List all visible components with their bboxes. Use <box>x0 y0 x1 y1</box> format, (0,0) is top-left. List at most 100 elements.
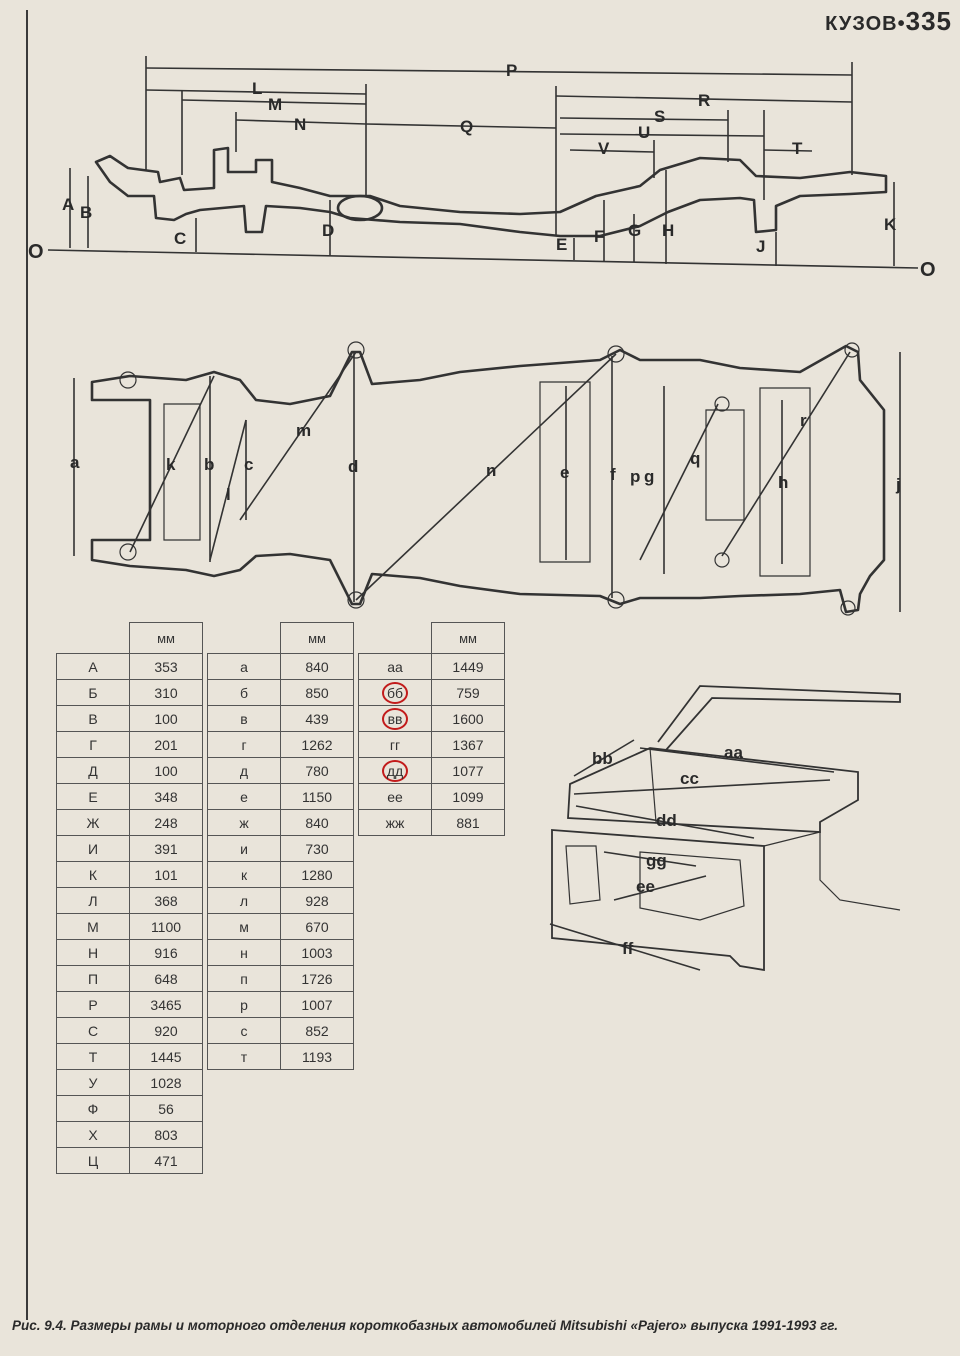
dimension-value: 850 <box>305 684 329 701</box>
dimension-code: р <box>240 996 248 1013</box>
side-view-diagram: P L M N Q R S U V T A B C D E F G H J K … <box>28 56 936 281</box>
label-side-K: K <box>884 215 897 234</box>
label-top-d: d <box>348 457 358 476</box>
dimension-code: Е <box>88 788 98 805</box>
dimension-value: 648 <box>154 970 178 987</box>
engine-compartment-diagram: bb aa cc dd gg ee ff <box>549 685 901 972</box>
dimension-value: 780 <box>305 762 329 779</box>
table-row: Х 803 <box>56 1121 505 1148</box>
label-engine-gg: gg <box>646 851 667 870</box>
dimension-code: У <box>88 1074 98 1091</box>
figure-caption: Рис. 9.4. Размеры рамы и моторного отдел… <box>12 1318 839 1333</box>
dimension-value: 1150 <box>301 788 333 805</box>
dimension-code: к <box>240 866 248 883</box>
dimension-value: 310 <box>154 684 178 701</box>
dimension-value: 439 <box>305 710 329 727</box>
unit-header-3: мм <box>431 622 505 654</box>
table-row: Ц 471 <box>56 1147 505 1174</box>
dimension-value: 391 <box>154 840 178 857</box>
label-side-A: A <box>62 195 74 214</box>
dimension-code: в <box>240 710 248 727</box>
page-number: 335 <box>905 6 952 36</box>
label-side-P: P <box>506 61 517 80</box>
dimension-code: е <box>240 788 248 805</box>
dimension-code: бб <box>382 681 408 704</box>
dimension-value: 471 <box>154 1152 178 1169</box>
dimension-value: 56 <box>158 1100 174 1117</box>
dimension-value: 759 <box>456 684 480 701</box>
dimension-code: Н <box>87 944 99 961</box>
dimension-value: 201 <box>154 736 178 753</box>
dimension-code: Ц <box>87 1152 99 1169</box>
label-top-e: e <box>560 463 569 482</box>
dimension-code: С <box>87 1022 99 1039</box>
label-engine-ee: ee <box>636 877 655 896</box>
dimension-value: 803 <box>154 1126 178 1143</box>
dimension-code: П <box>87 970 99 987</box>
dimension-value: 1077 <box>452 762 484 779</box>
dimension-value: 1007 <box>301 996 333 1013</box>
label-side-M: M <box>268 95 282 114</box>
label-engine-bb: bb <box>592 749 613 768</box>
header-section: КУЗОВ <box>825 13 898 35</box>
dimension-value: 730 <box>305 840 329 857</box>
dimension-code: н <box>240 944 248 961</box>
label-side-L: L <box>252 79 262 98</box>
label-side-R: R <box>698 91 710 110</box>
label-top-l: l <box>226 485 231 504</box>
label-side-S: S <box>654 107 665 126</box>
dimension-value: 1280 <box>301 866 333 883</box>
label-top-g: g <box>644 467 654 486</box>
table-row: У 1028 <box>56 1069 505 1096</box>
dimension-code: Ф <box>87 1100 99 1117</box>
label-side-Q: Q <box>460 117 473 136</box>
dimension-code: л <box>239 892 249 909</box>
dimension-code: Т <box>88 1048 98 1065</box>
dimension-value: 1100 <box>150 918 182 935</box>
table-row: С 920 с 852 <box>56 1017 505 1044</box>
dimension-value: 101 <box>154 866 178 883</box>
dimension-code: вв <box>382 707 408 730</box>
dimension-value: 348 <box>154 788 178 805</box>
dimension-value: 852 <box>305 1022 329 1039</box>
dimension-code: с <box>240 1022 248 1039</box>
label-engine-ff: ff <box>622 939 634 958</box>
dimension-code: ж <box>239 814 249 831</box>
unit-header-2: мм <box>280 622 354 654</box>
dimension-value: 248 <box>154 814 178 831</box>
label-side-B: B <box>80 203 92 222</box>
header-separator: • <box>897 13 906 35</box>
dimension-code: м <box>239 918 249 935</box>
dimension-value: 1028 <box>150 1074 182 1091</box>
label-side-O-left: O <box>28 241 44 263</box>
label-top-c: c <box>244 455 253 474</box>
dimension-value: 1600 <box>452 710 484 727</box>
label-top-j: j <box>895 475 901 494</box>
label-side-V: V <box>598 139 610 158</box>
dimension-value: 1003 <box>301 944 333 961</box>
dimension-value: 100 <box>154 710 178 727</box>
unit-header-1: мм <box>129 622 203 654</box>
dimension-value: 1099 <box>452 788 484 805</box>
dimension-code: Д <box>88 762 98 779</box>
label-side-E: E <box>556 235 567 254</box>
label-side-F: F <box>594 227 604 246</box>
dimension-code: Р <box>88 996 98 1013</box>
dimension-value: 920 <box>154 1022 178 1039</box>
dimension-code: и <box>240 840 248 857</box>
dimension-value: 1193 <box>301 1048 333 1065</box>
dimension-code: г <box>241 736 247 753</box>
dimension-value: 1726 <box>301 970 333 987</box>
label-top-q: q <box>690 449 700 468</box>
dimension-code: Х <box>88 1126 98 1143</box>
